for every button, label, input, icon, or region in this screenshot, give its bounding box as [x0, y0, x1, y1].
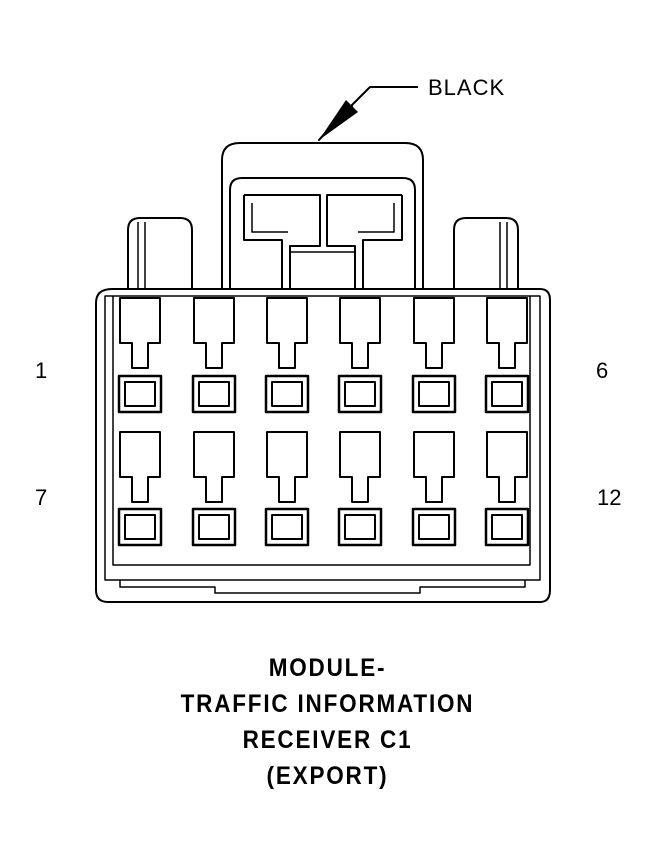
terminal-slot [486, 431, 528, 503]
color-label: BLACK [428, 75, 505, 100]
pin-box [191, 507, 237, 547]
terminal-cavity-7 [117, 431, 163, 547]
terminal-cavity-8 [191, 431, 237, 547]
pin-box [411, 507, 457, 547]
terminal-slot [266, 431, 308, 503]
caption-line-2: TRAFFIC INFORMATION [180, 690, 475, 718]
pin-box [117, 507, 163, 547]
pin-box-inner [344, 381, 376, 407]
pin-box [191, 374, 237, 414]
connector-caption: MODULE- TRAFFIC INFORMATION RECEIVER C1 … [0, 650, 655, 794]
terminal-cavity-1 [117, 297, 163, 414]
terminal-cavity-4 [337, 297, 383, 414]
right-ear [453, 217, 519, 289]
pin-box-inner [198, 381, 230, 407]
terminal-slot [413, 431, 455, 503]
terminal-slot [339, 297, 381, 369]
terminal-cavity-12 [484, 431, 530, 547]
pin-box [264, 374, 310, 414]
latch-housing [221, 142, 424, 289]
terminal-cavity-11 [411, 431, 457, 547]
connector-body [95, 288, 551, 603]
pin-box-inner [124, 514, 156, 540]
terminal-cavity-6 [484, 297, 530, 414]
pin-label-bottom-right: 12 [597, 485, 621, 510]
terminal-cavity-2 [191, 297, 237, 414]
pin-box-inner [271, 514, 303, 540]
terminal-slot [119, 297, 161, 369]
pin-box-inner [491, 514, 523, 540]
terminal-slot [193, 297, 235, 369]
pin-box [117, 374, 163, 414]
terminal-cavity-3 [264, 297, 310, 414]
terminal-slot [119, 431, 161, 503]
left-ear [127, 217, 193, 289]
terminal-cavity-5 [411, 297, 457, 414]
pin-box-inner [418, 381, 450, 407]
pin-box-inner [271, 381, 303, 407]
pin-box-inner [344, 514, 376, 540]
terminal-slot [486, 297, 528, 369]
caption-line-3: RECEIVER C1 [242, 726, 413, 754]
pin-box [484, 374, 530, 414]
terminal-slot [413, 297, 455, 369]
terminal-cavity-10 [337, 431, 383, 547]
pin-box [337, 374, 383, 414]
terminal-slot [339, 431, 381, 503]
caption-line-1: MODULE- [268, 654, 387, 682]
terminal-slot [266, 297, 308, 369]
pin-label-top-right: 6 [596, 358, 608, 383]
pin-box-inner [124, 381, 156, 407]
terminal-cavity-9 [264, 431, 310, 547]
color-callout-leader [318, 86, 418, 141]
pin-label-bottom-left: 7 [35, 485, 47, 510]
pin-box-inner [491, 381, 523, 407]
terminal-slot [193, 431, 235, 503]
pin-box-inner [418, 514, 450, 540]
pin-box [484, 507, 530, 547]
pin-label-top-left: 1 [35, 358, 47, 383]
pin-box [337, 507, 383, 547]
pin-box [264, 507, 310, 547]
pin-box [411, 374, 457, 414]
pin-box-inner [198, 514, 230, 540]
caption-line-4: (EXPORT) [266, 762, 389, 790]
terminal-cavities [117, 297, 530, 547]
